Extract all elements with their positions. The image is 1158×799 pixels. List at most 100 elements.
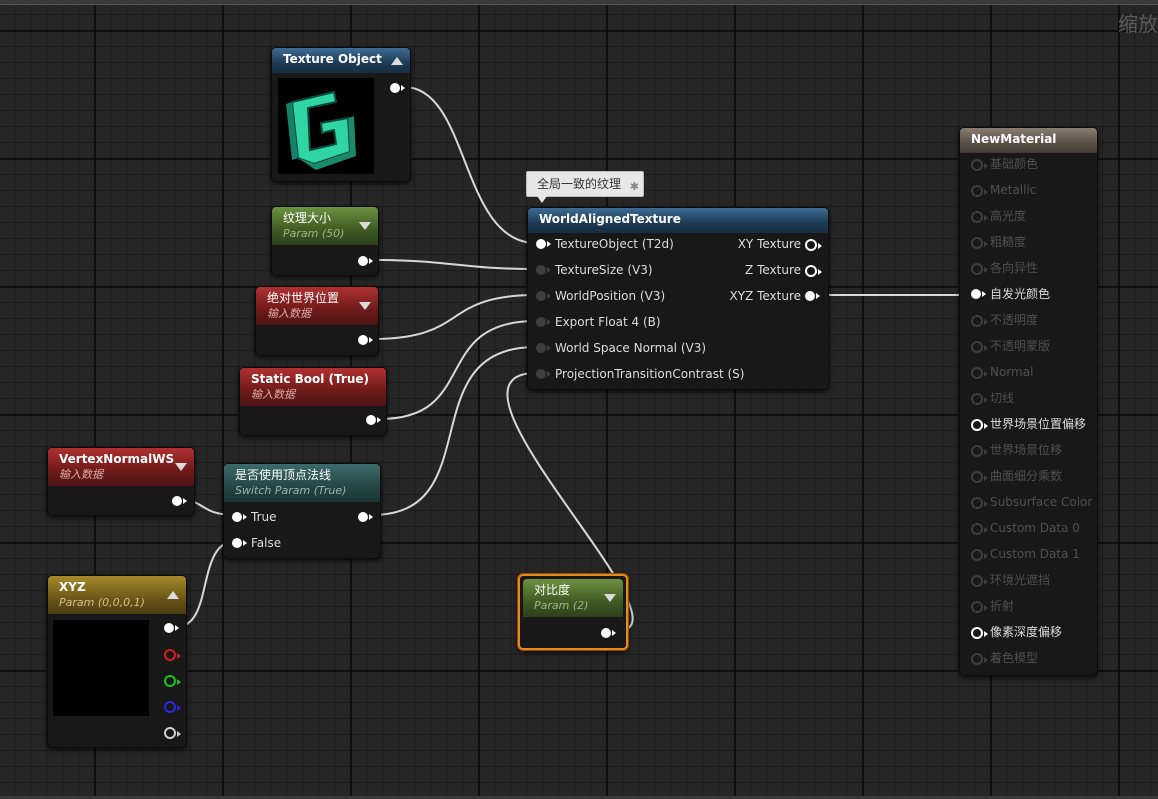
node-header[interactable]: XYZ Param (0,0,0,1) xyxy=(48,576,186,614)
material-input-label: 自发光颜色 xyxy=(990,287,1051,301)
pin-label: TextureObject (T2d) xyxy=(555,237,674,251)
node-subtitle: Param (50) xyxy=(283,227,345,240)
material-input-pin[interactable] xyxy=(971,497,988,509)
material-input-pin[interactable] xyxy=(971,523,988,535)
material-input-pin[interactable] xyxy=(971,211,988,223)
node-switch-param[interactable]: 是否使用顶点法线 Switch Param (True) True False xyxy=(223,463,381,559)
material-input-pin[interactable] xyxy=(971,445,988,457)
material-input-pin[interactable] xyxy=(971,185,988,197)
material-input-label: 世界场景位移 xyxy=(990,443,1063,457)
node-title: 对比度 xyxy=(534,583,571,597)
output-pin[interactable] xyxy=(172,496,187,506)
material-input-pin[interactable] xyxy=(971,575,988,587)
comment-pin-icon[interactable]: ✱ xyxy=(629,180,640,193)
node-title: Texture Object xyxy=(283,52,382,66)
collapse-arrow-icon[interactable] xyxy=(391,56,403,65)
node-comment[interactable]: 全局一致的纹理 ✱ xyxy=(526,171,645,203)
node-header[interactable]: WorldAlignedTexture xyxy=(528,208,828,233)
pin-label: True xyxy=(251,510,277,524)
node-xyz-param[interactable]: XYZ Param (0,0,0,1) xyxy=(47,575,187,748)
input-pin-texture-size[interactable] xyxy=(536,265,551,275)
node-subtitle: Switch Param (True) xyxy=(235,484,347,497)
collapse-arrow-icon[interactable] xyxy=(167,591,179,599)
output-pin-b[interactable] xyxy=(164,701,181,713)
node-subtitle: Param (0,0,0,1) xyxy=(59,596,145,609)
material-input-pin[interactable] xyxy=(971,159,988,171)
material-input-pin[interactable] xyxy=(971,653,988,665)
material-input-label: 像素深度偏移 xyxy=(990,625,1063,639)
material-input-pin[interactable] xyxy=(971,393,988,405)
node-subtitle: Param (2) xyxy=(534,599,589,612)
output-pin[interactable] xyxy=(358,256,373,266)
material-input-pin[interactable] xyxy=(971,367,988,379)
node-world-aligned-texture[interactable]: WorldAlignedTexture TextureObject (T2d) … xyxy=(527,207,829,390)
pin-label: XYZ Texture xyxy=(729,289,801,303)
node-header[interactable]: 是否使用顶点法线 Switch Param (True) xyxy=(224,464,380,502)
input-pin-texture-object[interactable] xyxy=(536,239,551,249)
pin-label: Z Texture xyxy=(745,263,801,277)
input-pin-world-position[interactable] xyxy=(536,291,551,301)
node-header[interactable]: 绝对世界位置 输入数据 xyxy=(256,287,378,325)
input-pin-export-float[interactable] xyxy=(536,317,551,327)
node-contrast-param[interactable]: 对比度 Param (2) xyxy=(518,574,628,650)
node-header[interactable]: 纹理大小 Param (50) xyxy=(272,207,378,245)
material-input-label: 不透明蒙版 xyxy=(990,339,1051,353)
node-title: XYZ xyxy=(59,580,86,594)
expand-arrow-icon[interactable] xyxy=(604,594,616,602)
node-texture-size[interactable]: 纹理大小 Param (50) xyxy=(271,206,379,276)
expand-arrow-icon[interactable] xyxy=(175,463,187,471)
node-title: 是否使用顶点法线 xyxy=(235,468,332,482)
node-subtitle: 输入数据 xyxy=(251,388,295,401)
pin-label: Export Float 4 (B) xyxy=(555,315,661,329)
graph-bottom-border xyxy=(0,796,1158,799)
output-pin[interactable] xyxy=(358,512,373,522)
output-pin[interactable] xyxy=(390,83,405,93)
node-header[interactable]: Texture Object xyxy=(272,48,410,73)
node-static-bool[interactable]: Static Bool (True) 输入数据 xyxy=(239,367,387,436)
output-pin-g[interactable] xyxy=(164,675,181,687)
output-pin[interactable] xyxy=(601,628,616,638)
output-pin-xyz-texture[interactable] xyxy=(805,291,820,301)
expand-arrow-icon[interactable] xyxy=(359,222,371,230)
output-pin-rgba[interactable] xyxy=(164,623,179,633)
material-input-pin[interactable] xyxy=(971,601,988,613)
node-header[interactable]: 对比度 Param (2) xyxy=(523,579,623,617)
material-input-pin[interactable] xyxy=(971,315,988,327)
expand-arrow-icon[interactable] xyxy=(359,302,371,310)
material-input-label: Custom Data 0 xyxy=(990,521,1080,535)
material-input-pin[interactable] xyxy=(971,237,988,249)
output-pin[interactable] xyxy=(358,335,373,345)
node-header[interactable]: NewMaterial xyxy=(960,128,1097,153)
input-pin-false[interactable] xyxy=(232,538,247,548)
pin-label: XY Texture xyxy=(737,237,801,251)
node-header[interactable]: VertexNormalWS 输入数据 xyxy=(48,448,194,486)
output-pin-xy-texture[interactable] xyxy=(805,239,822,251)
node-absolute-world-position[interactable]: 绝对世界位置 输入数据 xyxy=(255,286,379,356)
material-input-pin[interactable] xyxy=(971,549,988,561)
output-pin-r[interactable] xyxy=(164,649,181,661)
node-subtitle: 输入数据 xyxy=(267,307,311,320)
material-input-label: 环境光遮挡 xyxy=(990,573,1051,587)
node-vertex-normal-ws[interactable]: VertexNormalWS 输入数据 xyxy=(47,447,195,516)
material-input-pin[interactable] xyxy=(971,419,988,431)
material-input-pin[interactable] xyxy=(971,627,988,639)
node-texture-object[interactable]: Texture Object xyxy=(271,47,411,182)
output-pin-z-texture[interactable] xyxy=(805,265,822,277)
material-input-pin[interactable] xyxy=(971,471,988,483)
material-input-label: 粗糙度 xyxy=(990,235,1027,249)
texture-preview xyxy=(278,78,374,174)
node-header[interactable]: Static Bool (True) 输入数据 xyxy=(240,368,386,406)
input-pin-true[interactable] xyxy=(232,512,247,522)
output-pin[interactable] xyxy=(366,415,381,425)
material-input-pin[interactable] xyxy=(971,341,988,353)
pin-label: TextureSize (V3) xyxy=(555,263,653,277)
material-input-pin[interactable] xyxy=(971,263,988,275)
input-pin-world-space-normal[interactable] xyxy=(536,343,551,353)
input-pin-projection-contrast[interactable] xyxy=(536,369,551,379)
material-input-label: 折射 xyxy=(990,599,1015,613)
material-input-label: 高光度 xyxy=(990,209,1027,223)
output-pin-a[interactable] xyxy=(164,727,181,739)
material-input-label: Metallic xyxy=(990,183,1037,197)
material-input-pin[interactable] xyxy=(971,289,986,299)
